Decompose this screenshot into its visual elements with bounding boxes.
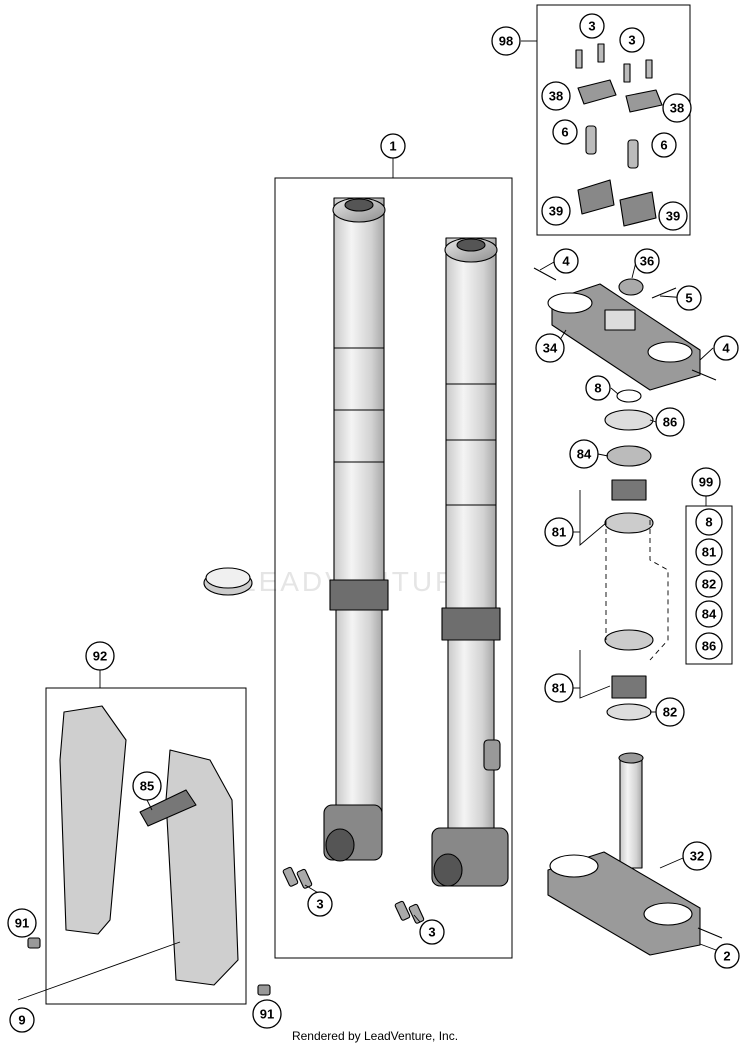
fork-assembly-box [274, 177, 513, 959]
lower-triple-clamp [547, 752, 723, 956]
svg-text:8: 8 [705, 515, 712, 530]
svg-text:39: 39 [666, 209, 680, 224]
kit-99-item-82[interactable]: 82 [695, 570, 723, 598]
callout-86[interactable]: 86 [655, 407, 685, 437]
callout-3-top-b[interactable]: 3 [619, 27, 645, 53]
right-fork-leg [431, 237, 509, 887]
callout-99[interactable]: 99 [691, 467, 721, 497]
svg-text:5: 5 [685, 291, 692, 306]
callout-3-left[interactable]: 3 [307, 891, 333, 917]
svg-text:4: 4 [562, 254, 570, 269]
axle-clamp-screws-right [394, 900, 425, 924]
upper-triple-clamp [533, 267, 717, 391]
callout-39-left[interactable]: 39 [541, 196, 571, 226]
callout-81-bottom[interactable]: 81 [544, 673, 574, 703]
kit-98-parts [575, 43, 663, 227]
svg-text:91: 91 [15, 916, 29, 931]
callout-6-left[interactable]: 6 [552, 119, 578, 145]
fork-protector-box [45, 687, 247, 1005]
svg-text:6: 6 [660, 138, 667, 153]
steering-axis-dashes [605, 520, 669, 661]
callout-98[interactable]: 98 [491, 26, 521, 56]
svg-text:84: 84 [702, 607, 717, 622]
callout-1[interactable]: 1 [380, 133, 406, 159]
callout-3-right[interactable]: 3 [419, 919, 445, 945]
svg-text:85: 85 [140, 779, 154, 794]
callout-91-left[interactable]: 91 [7, 908, 37, 938]
svg-text:9: 9 [18, 1013, 25, 1028]
callout-91-bottom[interactable]: 91 [252, 999, 282, 1029]
kit-98-box [536, 4, 691, 236]
svg-text:3: 3 [628, 33, 635, 48]
svg-text:84: 84 [577, 447, 592, 462]
steering-bearings [604, 389, 654, 721]
callout-34[interactable]: 34 [535, 333, 565, 363]
svg-text:4: 4 [722, 341, 730, 356]
svg-text:3: 3 [316, 897, 323, 912]
svg-text:81: 81 [552, 681, 566, 696]
callout-82[interactable]: 82 [655, 697, 685, 727]
fork-cap-ring [203, 567, 253, 596]
footer-credit: Rendered by LeadVenture, Inc. [291, 1029, 459, 1043]
svg-text:36: 36 [640, 254, 654, 269]
svg-text:81: 81 [702, 545, 716, 560]
svg-text:32: 32 [690, 849, 704, 864]
svg-text:3: 3 [428, 925, 435, 940]
callout-85[interactable]: 85 [132, 771, 162, 801]
callout-9[interactable]: 9 [9, 1007, 35, 1033]
callout-81-top[interactable]: 81 [544, 517, 574, 547]
kit-99-box [685, 505, 733, 665]
kit-99-item-81[interactable]: 81 [695, 538, 723, 566]
axle-clamp-screws-left [282, 866, 313, 889]
svg-text:6: 6 [561, 125, 568, 140]
kit-99-item-86[interactable]: 86 [695, 632, 723, 660]
callout-39-right[interactable]: 39 [658, 201, 688, 231]
callout-4-right[interactable]: 4 [713, 335, 739, 361]
svg-text:99: 99 [699, 475, 713, 490]
svg-text:1: 1 [389, 139, 396, 154]
svg-text:86: 86 [663, 415, 677, 430]
callout-2[interactable]: 2 [714, 943, 740, 969]
protector-screws [17, 937, 271, 1001]
callout-8[interactable]: 8 [585, 375, 611, 401]
svg-text:2: 2 [723, 949, 730, 964]
left-fork-leg [323, 197, 389, 862]
svg-text:86: 86 [702, 639, 716, 654]
callout-38-right[interactable]: 38 [662, 93, 692, 123]
svg-text:3: 3 [588, 19, 595, 34]
callout-84[interactable]: 84 [569, 439, 599, 469]
callout-38-left[interactable]: 38 [541, 81, 571, 111]
kit-99-item-84[interactable]: 84 [695, 600, 723, 628]
svg-text:34: 34 [543, 341, 558, 356]
kit-99-item-8[interactable]: 8 [695, 508, 723, 536]
svg-text:8: 8 [594, 381, 601, 396]
callout-36[interactable]: 36 [634, 248, 660, 274]
svg-text:81: 81 [552, 525, 566, 540]
callout-32[interactable]: 32 [682, 841, 712, 871]
callout-5[interactable]: 5 [676, 285, 702, 311]
svg-text:38: 38 [670, 101, 684, 116]
svg-text:91: 91 [260, 1007, 274, 1022]
svg-text:38: 38 [549, 89, 563, 104]
callout-3-top-a[interactable]: 3 [579, 13, 605, 39]
callout-4-top[interactable]: 4 [553, 248, 579, 274]
svg-text:98: 98 [499, 34, 513, 49]
fork-protectors [59, 705, 239, 986]
svg-text:82: 82 [702, 577, 716, 592]
callout-92[interactable]: 92 [85, 641, 115, 671]
callout-6-right[interactable]: 6 [651, 132, 677, 158]
svg-text:39: 39 [549, 204, 563, 219]
svg-text:82: 82 [663, 705, 677, 720]
svg-text:92: 92 [93, 649, 107, 664]
